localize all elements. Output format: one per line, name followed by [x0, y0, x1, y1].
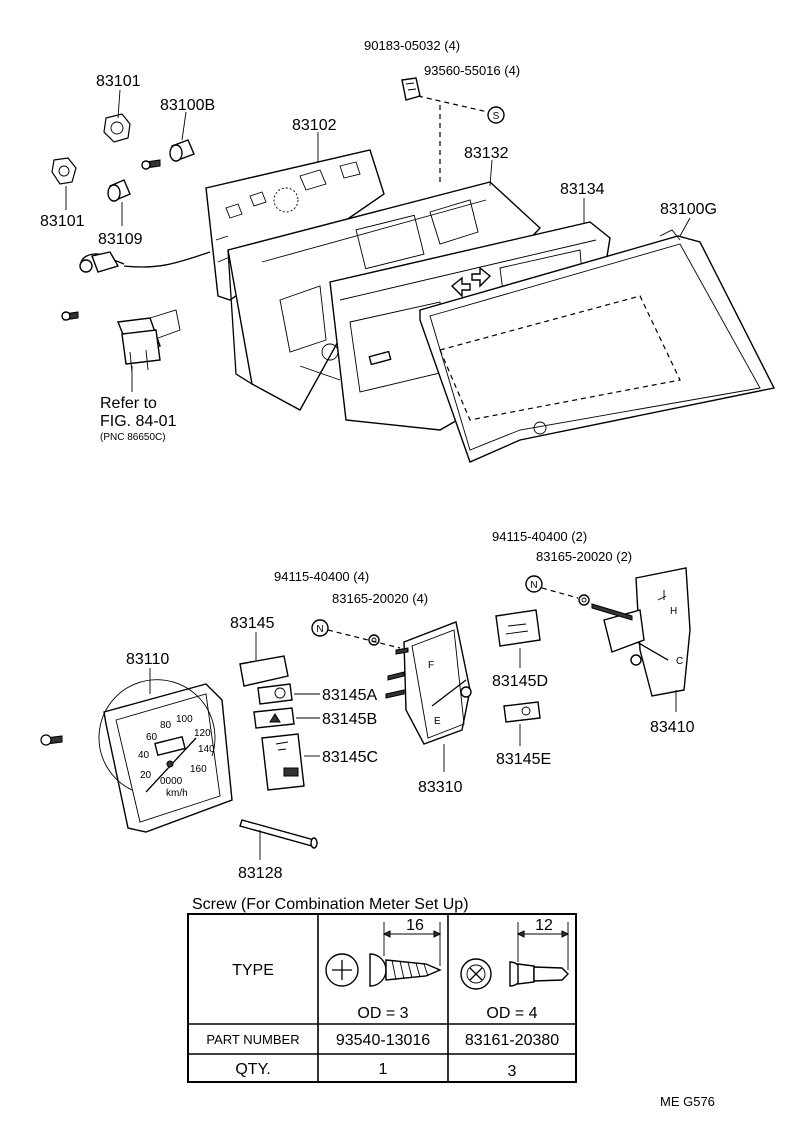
diagram-code: ME G576 [660, 1094, 715, 1109]
speedo-tick-20: 20 [140, 770, 152, 781]
indicator-83145b [253, 707, 295, 729]
indicator-83145d [495, 609, 541, 647]
screw-2-qty: 3 [508, 1063, 517, 1080]
bulb-83109 [107, 179, 131, 202]
callout-83100g: 83100G [660, 201, 717, 218]
nut-n-symbol: N [530, 580, 537, 591]
pin-83128 [239, 819, 318, 849]
nut-n-symbol: N [316, 624, 323, 635]
callout-83310: 83310 [418, 779, 463, 796]
callout-83100b: 83100B [160, 97, 215, 114]
nut-n-94115-b: N [525, 575, 543, 593]
callout-83165-a: 83165-20020 (4) [332, 591, 428, 606]
leader-dash [541, 587, 579, 599]
callout-83145a: 83145A [322, 687, 377, 704]
refer-pnc-text: (PNC 86650C) [100, 432, 166, 443]
callout-93560: 93560-55016 (4) [424, 63, 520, 78]
speedo-tick-40: 40 [138, 750, 150, 761]
screw-1-length: 16 [406, 917, 424, 934]
temp-gauge-83410: H C [591, 567, 691, 697]
fuel-gauge-83310: F E [385, 621, 472, 745]
washer-s-93560: S [487, 106, 505, 124]
callout-83132: 83132 [464, 145, 509, 162]
speedo-tick-60: 60 [146, 732, 158, 743]
callout-83134: 83134 [560, 181, 605, 198]
screw-speedo [40, 734, 63, 746]
callout-83145b: 83145B [322, 711, 377, 728]
washer-83165-a [368, 634, 380, 646]
speedo-scale: 20 40 60 80 100 120 140 160 0000 km/h [138, 714, 215, 799]
wire-harness [79, 251, 211, 273]
callout-83145c: 83145C [322, 749, 378, 766]
screw-type-1-drawing [325, 922, 442, 987]
screw-table: Screw (For Combination Meter Set Up) TYP… [187, 896, 577, 1083]
fuel-full-mark: F [428, 660, 434, 671]
callout-83101-top: 83101 [96, 73, 141, 90]
callout-90183: 90183-05032 (4) [364, 38, 460, 53]
callout-83110: 83110 [126, 651, 169, 668]
screw-1-qty: 1 [379, 1061, 388, 1078]
screw-1-part-number: 93540-13016 [336, 1032, 430, 1049]
leader-dash [327, 629, 401, 649]
callout-83145e: 83145E [496, 751, 551, 768]
callout-83102: 83102 [292, 117, 337, 134]
speedo-odometer: 0000 [160, 776, 183, 787]
callout-83128: 83128 [238, 865, 283, 882]
fuel-empty-mark: E [434, 716, 441, 727]
bulb-83100b [169, 139, 195, 162]
temp-cold-mark: C [676, 656, 683, 667]
screw-2-part-number: 83161-20380 [465, 1032, 559, 1049]
leader-line [181, 111, 187, 141]
screw-table-title: Screw (For Combination Meter Set Up) [192, 896, 469, 913]
refer-to-text: Refer to [100, 395, 157, 412]
callout-83109: 83109 [98, 231, 143, 248]
washer-s-symbol: S [493, 111, 500, 122]
relay-component [117, 309, 181, 373]
bulb-socket-83101-top [103, 113, 131, 143]
part-number-header: PART NUMBER [206, 1032, 299, 1047]
qty-header: QTY. [235, 1061, 270, 1078]
leader-dash [417, 95, 489, 113]
leader-line [679, 217, 691, 237]
callout-94115-b: 94115-40400 (2) [492, 529, 587, 544]
callout-83145d: 83145D [492, 673, 548, 690]
indicator-83145a [257, 683, 293, 705]
nut-n-94115-a: N [311, 619, 329, 637]
speedo-tick-140: 140 [198, 744, 215, 755]
screw-1-od: OD = 3 [357, 1005, 408, 1022]
speedo-tick-160: 160 [190, 764, 207, 775]
speedo-unit: km/h [166, 788, 188, 799]
refer-fig-text: FIG. 84-01 [100, 413, 177, 430]
washer-83165-b [578, 594, 590, 606]
screw-2-od: OD = 4 [486, 1005, 537, 1022]
speedo-tick-80: 80 [160, 720, 172, 731]
speedo-tick-100: 100 [176, 714, 193, 725]
callout-94115-a: 94115-40400 (4) [274, 569, 369, 584]
temp-hot-mark: H [670, 606, 677, 617]
callout-83165-b: 83165-20020 (2) [536, 549, 632, 564]
meter-lens-83100g [419, 229, 776, 463]
screw-2-length: 12 [535, 917, 553, 934]
type-header: TYPE [232, 962, 274, 979]
leader-line [117, 89, 121, 119]
callout-83145: 83145 [230, 615, 275, 632]
bulb-socket-83101-bottom [51, 157, 77, 185]
speedometer-83110: 20 40 60 80 100 120 140 160 0000 km/h [98, 679, 233, 833]
indicator-83145c [261, 733, 305, 791]
speedo-tick-120: 120 [194, 728, 211, 739]
indicator-83145e [503, 701, 541, 723]
clip-90183 [401, 77, 421, 101]
leader-line [489, 159, 493, 187]
callout-83410: 83410 [650, 719, 695, 736]
indicator-lens-83145 [239, 655, 289, 687]
screw-small-1 [141, 159, 161, 170]
screw-small-2 [61, 311, 79, 321]
screw-type-2-drawing [460, 922, 570, 990]
callout-83101-bottom: 83101 [40, 213, 85, 230]
